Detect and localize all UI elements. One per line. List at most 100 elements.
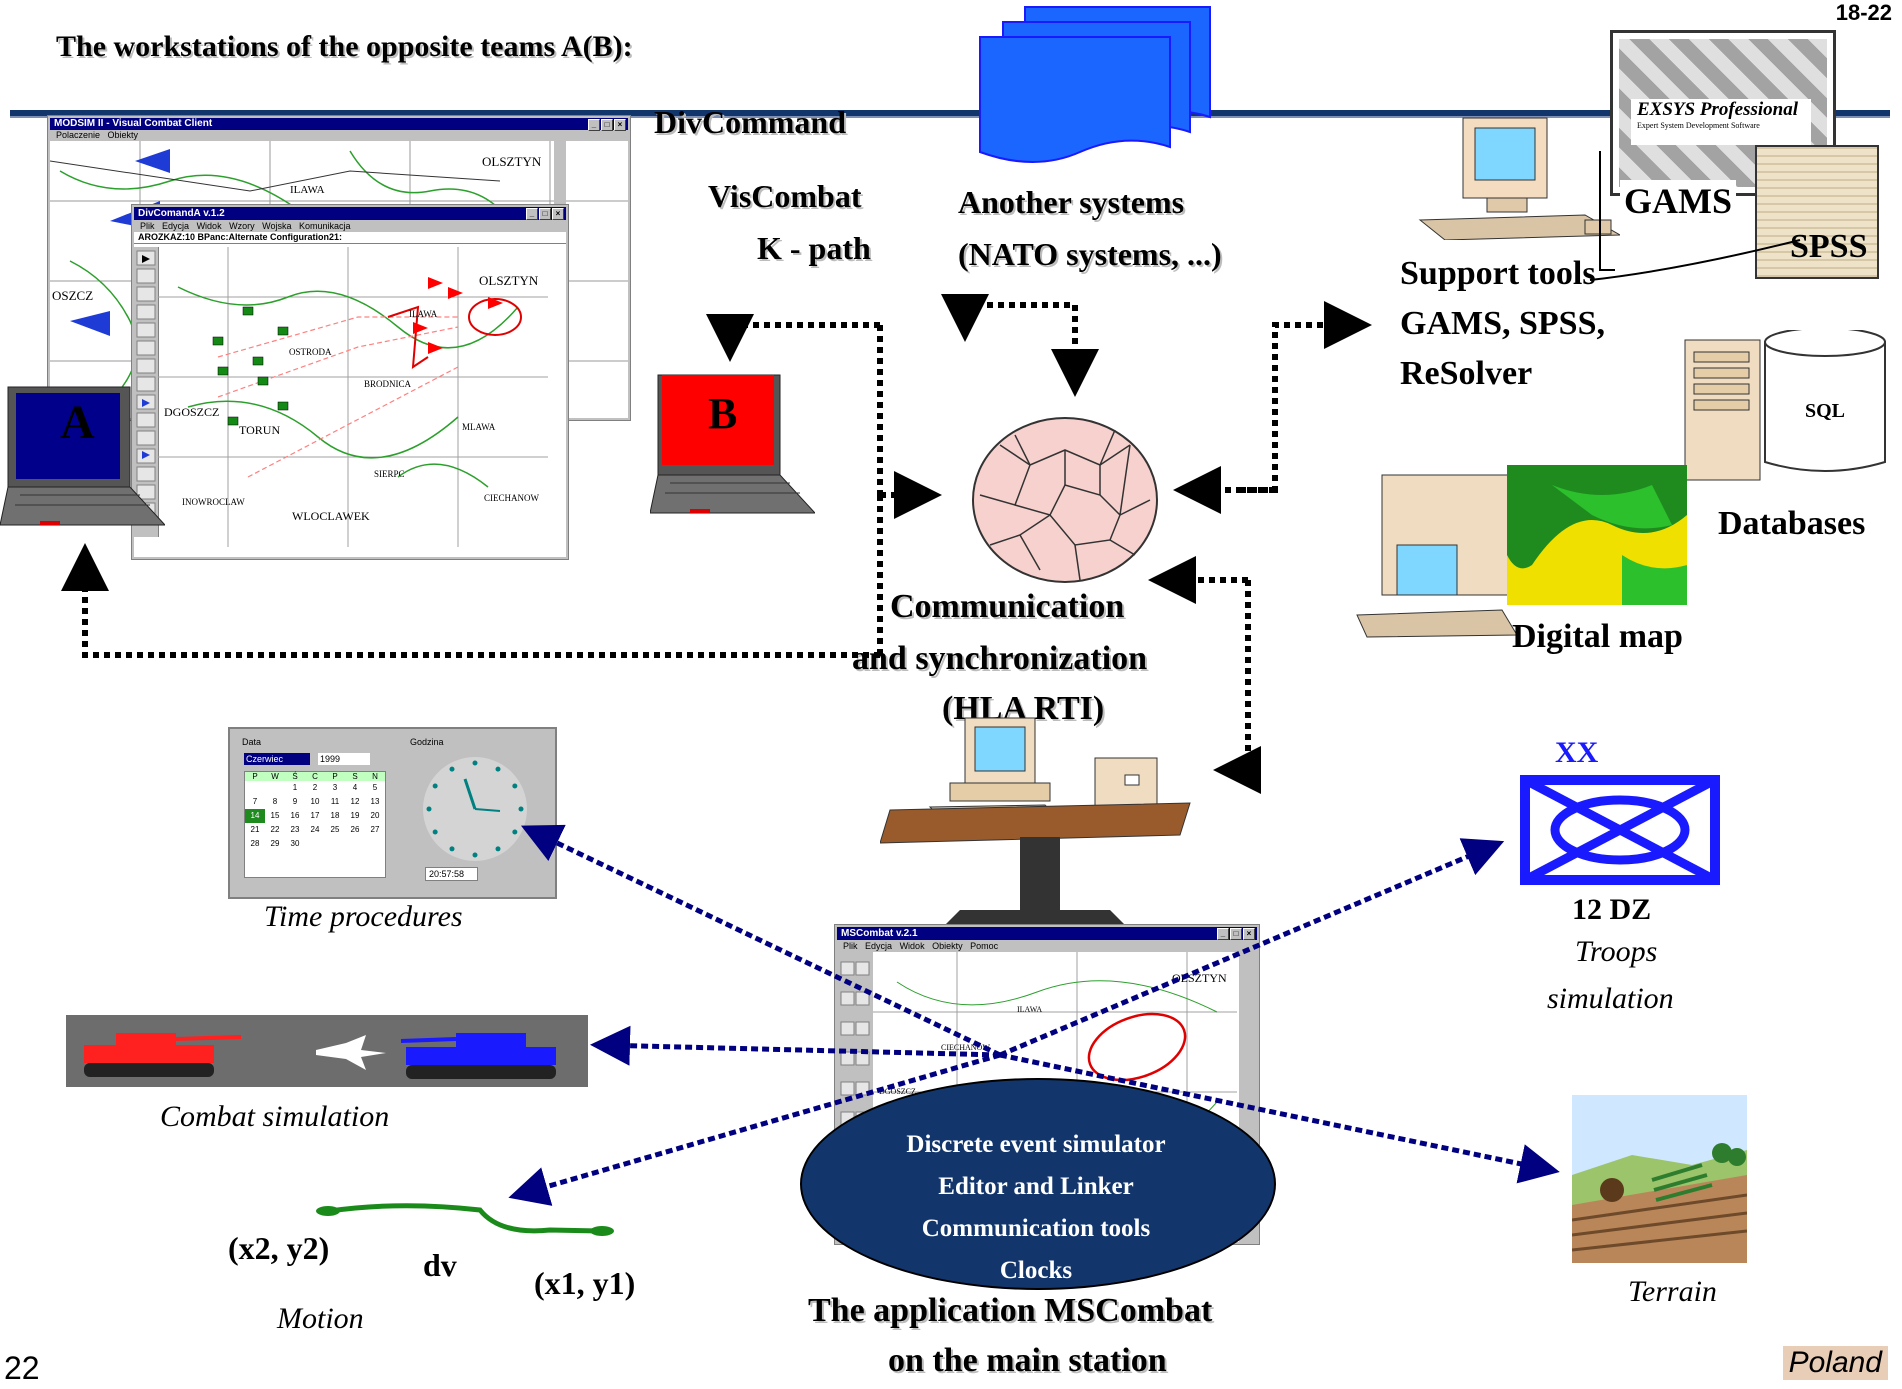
- calendar-day-cell[interactable]: [305, 837, 325, 851]
- support-tools-line1: Support tools: [1400, 255, 1596, 292]
- exsys-box: EXSYS Professional Expert System Develop…: [1610, 30, 1836, 196]
- calendar-day-cell[interactable]: 20: [370, 811, 380, 820]
- calendar-day-cell[interactable]: 12: [350, 797, 360, 806]
- minimize-button[interactable]: _: [588, 119, 600, 131]
- calendar-day-cell[interactable]: 11: [330, 797, 340, 806]
- dc-city-sierpc: SIERPC: [374, 469, 405, 479]
- mscombat-title: MSCombat v.2.1: [841, 928, 918, 939]
- menu-komunikacja[interactable]: Komunikacja: [298, 221, 351, 231]
- divcomand-toolbar[interactable]: [134, 247, 159, 537]
- main-station-desk: [880, 717, 1191, 930]
- arrow-to-main-station: [1213, 580, 1261, 794]
- calendar-day-cell[interactable]: 26: [350, 825, 360, 834]
- menu-edycja[interactable]: Edycja: [162, 221, 190, 231]
- calendar-day-cell[interactable]: 25: [330, 825, 340, 834]
- calendar-day-cell[interactable]: 2: [312, 783, 318, 792]
- calendar-day-cell[interactable]: [325, 837, 345, 851]
- calendar-day-cell[interactable]: 15: [270, 811, 280, 820]
- gams-label: GAMS: [1620, 180, 1736, 222]
- laptop-b[interactable]: B: [649, 373, 817, 523]
- calendar-day-cell[interactable]: [345, 837, 365, 851]
- terrain-image: [1572, 1095, 1747, 1263]
- calendar-day-cell[interactable]: 27: [370, 825, 380, 834]
- clock-tick: [495, 846, 501, 852]
- arrow-to-another-systems: [941, 294, 1078, 355]
- combat-simulation-label: Combat simulation: [160, 1100, 390, 1133]
- ms-menu-widok[interactable]: Widok: [899, 941, 925, 951]
- calendar-day-cell[interactable]: 9: [292, 797, 298, 806]
- calendar-day-cell[interactable]: 30: [290, 839, 300, 848]
- ms-menu-pomoc[interactable]: Pomoc: [970, 941, 999, 951]
- simulator-list: Discrete event simulator Editor and Link…: [800, 1124, 1272, 1292]
- calendar-day-cell[interactable]: 5: [372, 783, 378, 792]
- calendar-day-header: P: [332, 772, 338, 781]
- divcomand-title: DivComandA v.1.2: [138, 208, 225, 219]
- sql-label: SQL: [1805, 400, 1846, 422]
- calendar-day-cell[interactable]: [265, 781, 285, 795]
- calendar-day-cell[interactable]: 4: [352, 783, 358, 792]
- calendar-day-cell[interactable]: 18: [330, 811, 340, 820]
- calendar-day-cell[interactable]: 8: [272, 797, 278, 806]
- minimize-button[interactable]: _: [1217, 928, 1229, 940]
- maximize-button[interactable]: □: [539, 208, 551, 220]
- close-button[interactable]: ×: [552, 208, 564, 220]
- maximize-button[interactable]: □: [601, 119, 613, 131]
- calendar-day-cell[interactable]: 21: [250, 825, 260, 834]
- ms-menu-obiekty[interactable]: Obiekty: [932, 941, 963, 951]
- minimize-button[interactable]: _: [526, 208, 538, 220]
- menu-polaczenie[interactable]: Polaczenie: [56, 130, 101, 140]
- menu-obiekty[interactable]: Obiekty: [107, 130, 139, 140]
- calendar-day-cell[interactable]: 13: [370, 797, 380, 806]
- menu-wojska[interactable]: Wojska: [262, 221, 292, 231]
- laptop-a[interactable]: A: [0, 385, 167, 535]
- time-procedures-label: Time procedures: [264, 900, 463, 933]
- menu-widok[interactable]: Widok: [196, 221, 222, 231]
- troops-xx: XX: [1555, 736, 1599, 769]
- exsys-brand: EXSYS Professional: [1637, 99, 1799, 120]
- sim-line-clocks: Clocks: [999, 1257, 1073, 1284]
- clock-tick: [432, 829, 438, 835]
- laptop-icon: [649, 374, 817, 514]
- divcomand-status: AROZKAZ:10 BPanc:Alternate Configuration…: [134, 232, 566, 244]
- calendar-day-cell[interactable]: 16: [290, 811, 300, 820]
- calendar-day-cell[interactable]: 28: [250, 839, 260, 848]
- calendar-day-cell[interactable]: 24: [310, 825, 320, 834]
- calendar-day-cell[interactable]: 1: [292, 783, 298, 792]
- maximize-button[interactable]: □: [1230, 928, 1242, 940]
- menu-wzory[interactable]: Wzory: [229, 221, 255, 231]
- divcomand-window[interactable]: DivComandA v.1.2 _□× Plik Edycja Widok W…: [132, 205, 568, 559]
- dc-city-ciechanow: CIECHANOW: [484, 493, 539, 503]
- close-button[interactable]: ×: [1243, 928, 1255, 940]
- clock-time-input[interactable]: 20:57:58: [425, 867, 478, 881]
- calendar-day-cell[interactable]: 3: [332, 783, 338, 792]
- exsys-sub: Expert System Development Software: [1637, 121, 1760, 130]
- dc-city-mlawa: MLAWA: [462, 422, 496, 432]
- calendar-week-row: 28 29 30: [245, 837, 385, 851]
- calendar-day-cell[interactable]: 17: [310, 811, 320, 820]
- calendar-day-cell[interactable]: 19: [350, 811, 360, 820]
- connector-lines: [1589, 151, 1801, 281]
- divcomand-map[interactable]: [158, 247, 548, 547]
- calendar-day-cell[interactable]: 10: [310, 797, 320, 806]
- ms-menu-edycja[interactable]: Edycja: [865, 941, 893, 951]
- calendar-day-cell[interactable]: 14: [245, 809, 265, 823]
- year-input[interactable]: 1999: [318, 753, 370, 765]
- databases-label: Databases: [1718, 505, 1866, 542]
- support-tools-line2: GAMS, SPSS,: [1400, 305, 1605, 342]
- calendar-day-cell[interactable]: 22: [270, 825, 280, 834]
- time-label: Godzina: [410, 737, 444, 747]
- calendar-day-cell[interactable]: [365, 837, 385, 851]
- month-select[interactable]: Czerwiec: [244, 753, 310, 765]
- arrow-to-support-tools: [1240, 301, 1372, 493]
- close-button[interactable]: ×: [614, 119, 626, 131]
- calendar-day-cell[interactable]: 23: [290, 825, 300, 834]
- menu-plik[interactable]: Plik: [140, 221, 155, 231]
- calendar-day-cell[interactable]: 29: [270, 839, 280, 848]
- ms-menu-plik[interactable]: Plik: [843, 941, 858, 951]
- calendar-day-cell[interactable]: [245, 781, 265, 795]
- divcommand-label: DivCommand: [654, 104, 847, 140]
- dc-city-olsztyn: OLSZTYN: [479, 273, 539, 288]
- calendar-day-cell[interactable]: 7: [252, 797, 258, 806]
